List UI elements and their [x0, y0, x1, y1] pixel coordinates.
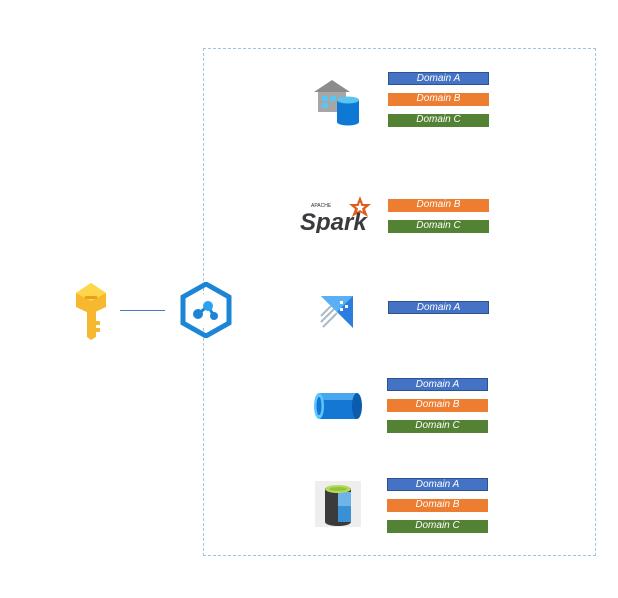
row3-tag-1: Domain A	[388, 301, 489, 314]
row5-tag-3: Domain C	[387, 520, 488, 533]
row1-tag-3: Domain C	[388, 114, 489, 127]
row1-tag-1: Domain A	[388, 72, 489, 85]
spark-logo-icon: APACHE Spark	[299, 195, 375, 236]
spark-apache-text: APACHE	[311, 203, 332, 209]
row1-tag-2: Domain B	[388, 93, 489, 106]
spark-wordmark-text: Spark	[300, 209, 368, 233]
data-explorer-icon	[318, 293, 356, 331]
row4-tag-2: Domain B	[387, 399, 488, 412]
key-icon	[73, 281, 109, 341]
row5-tag-2: Domain B	[387, 499, 488, 512]
synapse-hub-icon	[180, 281, 232, 339]
storage-icon	[314, 480, 362, 528]
row2-tag-2: Domain C	[388, 220, 489, 233]
row2-tag-1: Domain B	[388, 199, 489, 212]
warehouse-icon	[313, 78, 361, 126]
row5-tag-1: Domain A	[387, 478, 488, 491]
pipeline-icon	[313, 388, 363, 424]
connector-line	[120, 310, 165, 311]
row4-tag-3: Domain C	[387, 420, 488, 433]
row4-tag-1: Domain A	[387, 378, 488, 391]
